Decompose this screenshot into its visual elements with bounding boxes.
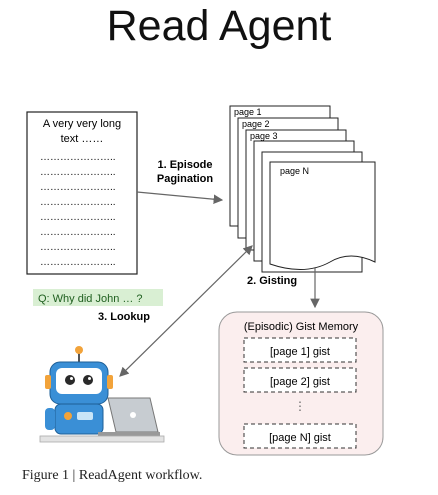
gist-item: [page 2] gist [270,376,330,388]
page-label: page 2 [242,119,270,129]
text-dots-line: ………………….. [40,152,116,163]
long-text-document: A very very long text …… ………………….. ……………… [26,111,138,275]
question-text: Q: Why did John … ? [38,293,143,305]
gist-ellipsis: ⋮ [294,399,306,413]
gist-item: [page N] gist [269,432,331,444]
long-text-line2: text …… [61,133,104,145]
text-dots-line: ………………….. [40,182,116,193]
text-dots-line: ………………….. [40,167,116,178]
text-dots-line: ………………….. [40,257,116,268]
text-dots-line: ………………….. [40,197,116,208]
pagination-arrow [136,191,224,204]
pagination-label-line2: Pagination [157,173,214,185]
diagram-title: Read Agent [106,2,332,50]
page-label: page 1 [234,107,262,117]
text-dots-line: ………………….. [40,212,116,223]
figure-caption: Figure 1 | ReadAgent workflow. [22,468,203,483]
long-text-line1: A very very long [43,118,121,130]
page-label: page 3 [250,131,278,141]
gist-memory: (Episodic) Gist Memory [page 1] gist [pa… [218,311,384,456]
lookup-label: 3. Lookup [98,311,150,323]
page-stack: page 1 page 2 page 3 page N [229,105,376,273]
text-dots-line: ………………….. [40,227,116,238]
gist-item: [page 1] gist [270,346,330,358]
page-label: page N [280,166,309,176]
text-dots-line: ………………….. [40,242,116,253]
lookup-arrow [119,245,253,377]
gist-memory-title: (Episodic) Gist Memory [244,321,359,333]
gisting-label: 2. Gisting [247,275,297,287]
robot-icon [39,346,165,443]
pagination-label-line1: 1. Episode [157,159,212,171]
